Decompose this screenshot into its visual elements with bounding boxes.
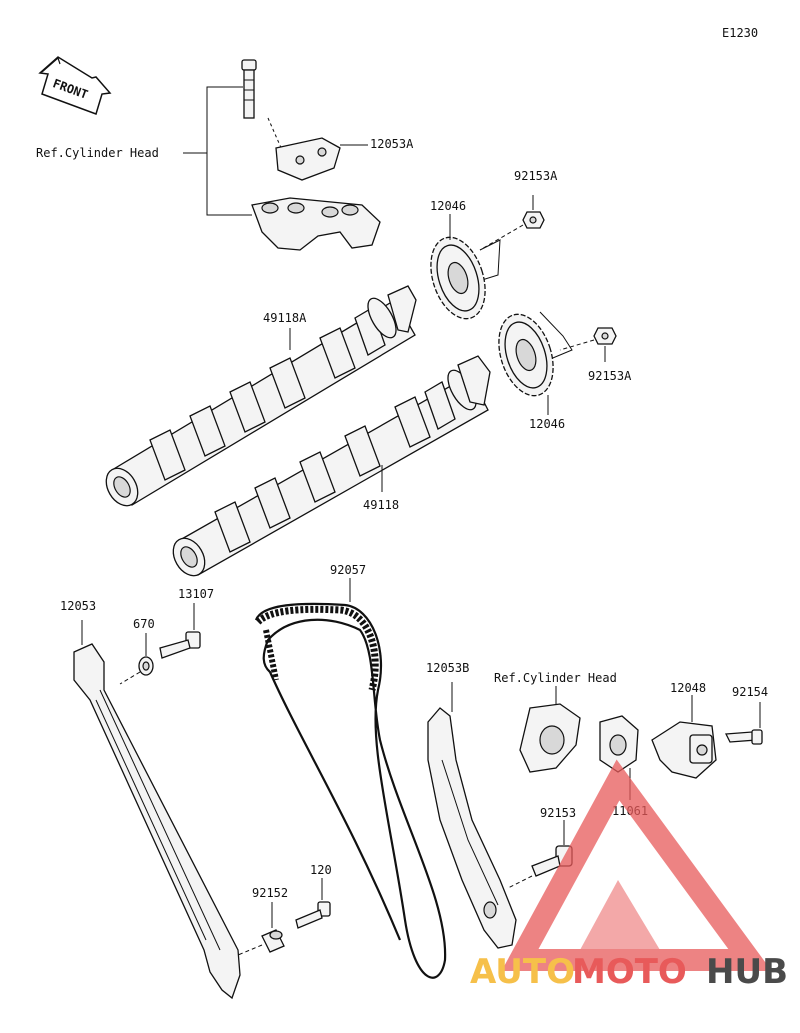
chain-guide-12053B (427, 707, 517, 949)
watermark-hub: HUB (706, 952, 788, 992)
camshaft-49118 (172, 355, 491, 577)
ref-cylinder-head-label-2: Ref.Cylinder Head (494, 671, 617, 685)
guide-bolt-13107 (159, 631, 201, 659)
automotohub-watermark-logo (501, 759, 772, 971)
label-12048: 12048 (670, 681, 706, 695)
label-670: 670 (133, 617, 155, 631)
watermark-auto: AUTO (470, 952, 575, 992)
cam-chain (254, 602, 447, 979)
bolt-120 (295, 901, 331, 929)
sprocket-bolt-top (522, 211, 545, 229)
label-92153: 92153 (540, 806, 576, 820)
front-arrow-icon: FRONT (38, 56, 112, 115)
collar-92152 (261, 929, 285, 953)
washer-670 (138, 656, 154, 676)
label-92153A-right: 92153A (588, 369, 632, 383)
cam-sprocket-top (430, 236, 486, 320)
label-49118: 49118 (363, 498, 399, 512)
diagram-code: E1230 (722, 26, 758, 40)
ref-cylinder-head-label-1: Ref.Cylinder Head (36, 146, 159, 160)
chain-tensioner-12048 (651, 721, 717, 779)
label-12053A: 12053A (370, 137, 414, 151)
camshaft-49118A (105, 285, 417, 507)
gasket-11061 (599, 715, 639, 773)
label-12053B: 12053B (426, 661, 469, 675)
label-92057: 92057 (330, 563, 366, 577)
label-12046-top: 12046 (430, 199, 466, 213)
label-120: 120 (310, 863, 332, 877)
tensioner-bolt-92154 (724, 729, 763, 745)
ref-bracket-lines (183, 86, 252, 216)
label-13107: 13107 (178, 587, 214, 601)
label-49118A: 49118A (263, 311, 307, 325)
guide-12053A (275, 137, 341, 181)
label-92154: 92154 (732, 685, 768, 699)
sprocket-bolt-right (593, 327, 617, 345)
label-12053: 12053 (60, 599, 96, 613)
chain-guide-12053 (73, 643, 241, 1000)
tensioner-mount (519, 703, 581, 773)
label-92152: 92152 (252, 886, 288, 900)
cam-sprocket-bottom (498, 313, 554, 397)
label-92153A-top: 92153A (514, 169, 558, 183)
label-12046-bottom: 12046 (529, 417, 565, 431)
holder-bolt (241, 59, 257, 119)
camshaft-holder (251, 197, 381, 251)
watermark-moto: MOTO (572, 952, 687, 992)
